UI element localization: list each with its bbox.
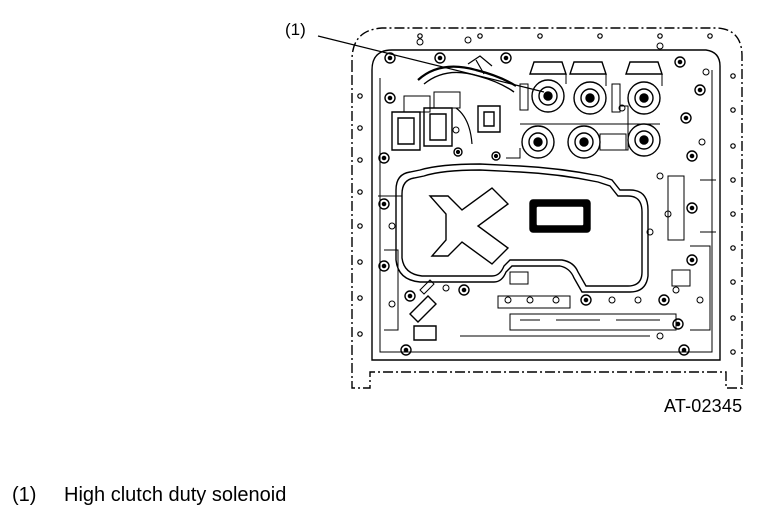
callout-label-1: (1): [285, 20, 306, 39]
solenoid-row-upper: [519, 61, 663, 115]
legend-number: (1): [12, 484, 37, 506]
harness-connectors: [391, 55, 517, 151]
solenoid-upper-2: [569, 61, 607, 115]
strainer-gasket: [395, 163, 649, 293]
valve-strips: [620, 105, 691, 287]
solenoid-upper-3: [625, 61, 663, 115]
high-clutch-duty-solenoid: [529, 61, 567, 113]
legend-item: (1) High clutch duty solenoid: [12, 484, 286, 507]
case-outline: [351, 27, 743, 389]
legend-text: High clutch duty solenoid: [64, 484, 287, 506]
strainer-pad: [529, 199, 591, 233]
mounting-bolts: [378, 52, 706, 356]
flange-bolt-holes: [357, 33, 736, 355]
valve-body-housing: [371, 49, 721, 361]
manual-valve: [409, 271, 677, 341]
figure-code: AT-02345: [664, 396, 743, 416]
solenoid-lower-3: [627, 123, 661, 157]
callout-leader: [317, 35, 545, 93]
solenoid-row-lower: [506, 123, 661, 159]
solenoid-lower-2: [567, 125, 601, 159]
solenoid-lower-1: [521, 125, 555, 159]
orifices: [388, 36, 710, 340]
strainer-cross: [428, 187, 510, 265]
